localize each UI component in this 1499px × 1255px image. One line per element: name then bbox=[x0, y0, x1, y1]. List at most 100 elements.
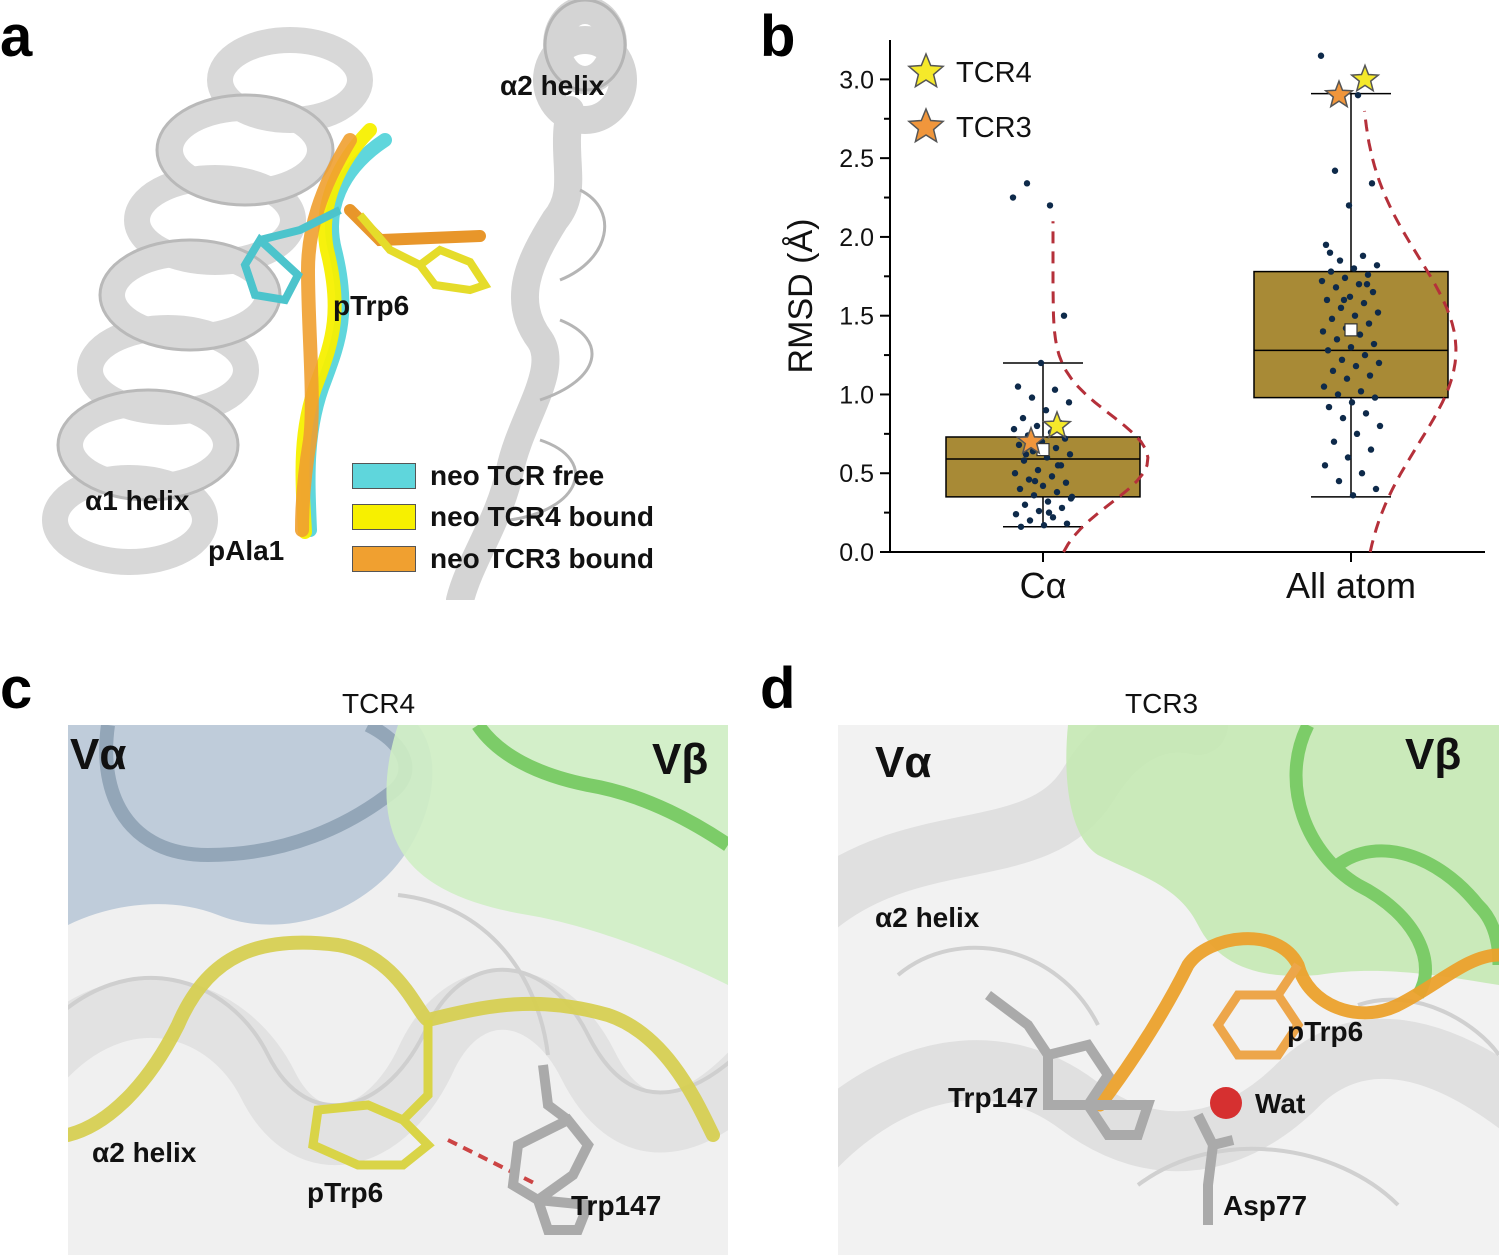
star-marker bbox=[1349, 63, 1381, 93]
asp77-sidechain bbox=[1193, 1112, 1235, 1225]
distribution-curve bbox=[1363, 110, 1458, 553]
data-point bbox=[1336, 257, 1344, 264]
legend-label: TCR3 bbox=[956, 112, 1032, 144]
data-point bbox=[1348, 399, 1356, 406]
data-point bbox=[1329, 367, 1337, 375]
data-point bbox=[1044, 498, 1052, 505]
legend-label: neo TCR3 bound bbox=[430, 543, 654, 574]
legend-label: neo TCR free bbox=[430, 460, 605, 491]
legend-item: neo TCR3 bound bbox=[352, 543, 654, 575]
data-point bbox=[1028, 394, 1036, 401]
data-point bbox=[1318, 277, 1326, 285]
star-marker bbox=[1323, 78, 1355, 109]
label-alpha2-helix: α2 helix bbox=[875, 902, 980, 933]
label-vb: Vβ bbox=[1405, 730, 1462, 779]
water-molecule bbox=[1210, 1087, 1242, 1119]
data-point bbox=[1337, 304, 1345, 312]
data-point bbox=[1350, 265, 1358, 272]
legend-label: TCR4 bbox=[956, 57, 1032, 89]
data-point bbox=[1324, 347, 1332, 354]
data-point bbox=[1042, 407, 1050, 414]
va-surface bbox=[68, 725, 433, 925]
data-point bbox=[1364, 271, 1372, 278]
data-point bbox=[1322, 241, 1330, 248]
star-marker bbox=[1041, 409, 1073, 439]
data-point bbox=[1335, 477, 1343, 485]
data-point bbox=[1033, 422, 1041, 430]
data-point bbox=[1328, 315, 1336, 323]
data-point bbox=[1351, 312, 1359, 319]
y-tick-label: 2.5 bbox=[839, 145, 874, 173]
data-point bbox=[1009, 194, 1017, 201]
data-point bbox=[1021, 501, 1029, 508]
data-point bbox=[1347, 344, 1355, 351]
label-alpha2-helix: α2 helix bbox=[92, 1137, 197, 1168]
data-point bbox=[1015, 441, 1023, 449]
panel-c-structure bbox=[68, 725, 728, 1255]
data-point bbox=[1352, 362, 1360, 370]
data-point bbox=[1349, 492, 1357, 499]
data-point bbox=[1012, 510, 1020, 518]
panel-d-title: TCR3 bbox=[1125, 688, 1199, 719]
data-point bbox=[1365, 320, 1373, 327]
panel-c-title: TCR4 bbox=[342, 688, 416, 719]
data-point bbox=[1372, 485, 1380, 493]
data-point bbox=[1375, 359, 1383, 367]
data-point bbox=[1339, 414, 1347, 422]
label-ptrp6: pTrp6 bbox=[333, 290, 410, 321]
distribution-curve bbox=[1051, 221, 1150, 553]
data-point bbox=[1367, 446, 1375, 453]
data-point bbox=[1049, 514, 1057, 521]
legend-item: neo TCR free bbox=[352, 460, 604, 492]
data-point bbox=[1341, 274, 1349, 282]
data-point bbox=[1369, 288, 1377, 296]
data-point bbox=[1371, 394, 1379, 401]
data-point bbox=[1065, 399, 1073, 406]
y-tick-label: 3.0 bbox=[839, 66, 874, 94]
panel-letter-d: d bbox=[760, 656, 796, 721]
data-point bbox=[1063, 520, 1071, 527]
data-point bbox=[1346, 293, 1354, 300]
y-tick-label: 1.0 bbox=[839, 381, 874, 409]
label-va: Vα bbox=[875, 738, 932, 787]
data-point bbox=[1376, 422, 1384, 430]
data-point bbox=[1358, 470, 1366, 477]
data-point bbox=[1058, 504, 1066, 512]
legend-swatch bbox=[352, 546, 416, 572]
data-point bbox=[1048, 473, 1056, 480]
label-wat: Wat bbox=[1255, 1088, 1306, 1119]
data-point bbox=[1363, 280, 1371, 288]
data-point bbox=[1010, 425, 1018, 433]
y-tick-label: 2.0 bbox=[839, 224, 874, 252]
data-point bbox=[1373, 262, 1381, 269]
data-point bbox=[1068, 493, 1076, 501]
data-point bbox=[1026, 517, 1034, 524]
data-point bbox=[1062, 479, 1070, 486]
alpha2-helix-ribbon bbox=[446, 0, 637, 600]
data-point bbox=[1330, 438, 1338, 445]
data-point bbox=[1333, 336, 1341, 343]
data-point bbox=[1025, 476, 1033, 483]
label-alpha2-helix: α2 helix bbox=[500, 70, 605, 101]
data-point bbox=[1019, 414, 1027, 422]
data-point bbox=[1354, 91, 1362, 99]
x-tick-label: All atom bbox=[1286, 565, 1416, 606]
vb-surface bbox=[386, 725, 728, 985]
data-point bbox=[1031, 477, 1039, 485]
label-alpha1-helix: α1 helix bbox=[85, 485, 190, 516]
legend-star bbox=[907, 52, 945, 89]
data-point bbox=[1326, 249, 1334, 256]
data-point bbox=[1317, 52, 1325, 59]
data-point bbox=[1046, 202, 1054, 209]
data-point bbox=[1053, 488, 1061, 496]
data-point bbox=[1360, 299, 1368, 307]
peptide-tcr3-backbone bbox=[295, 133, 357, 537]
data-point bbox=[1060, 312, 1068, 319]
data-point bbox=[1353, 430, 1361, 438]
peptide-backbone bbox=[1093, 932, 1499, 1112]
data-point bbox=[1361, 351, 1369, 359]
panel-letter-b: b bbox=[760, 4, 796, 69]
data-point bbox=[1066, 451, 1074, 458]
mean-marker bbox=[1344, 323, 1358, 337]
data-point bbox=[1011, 470, 1019, 477]
